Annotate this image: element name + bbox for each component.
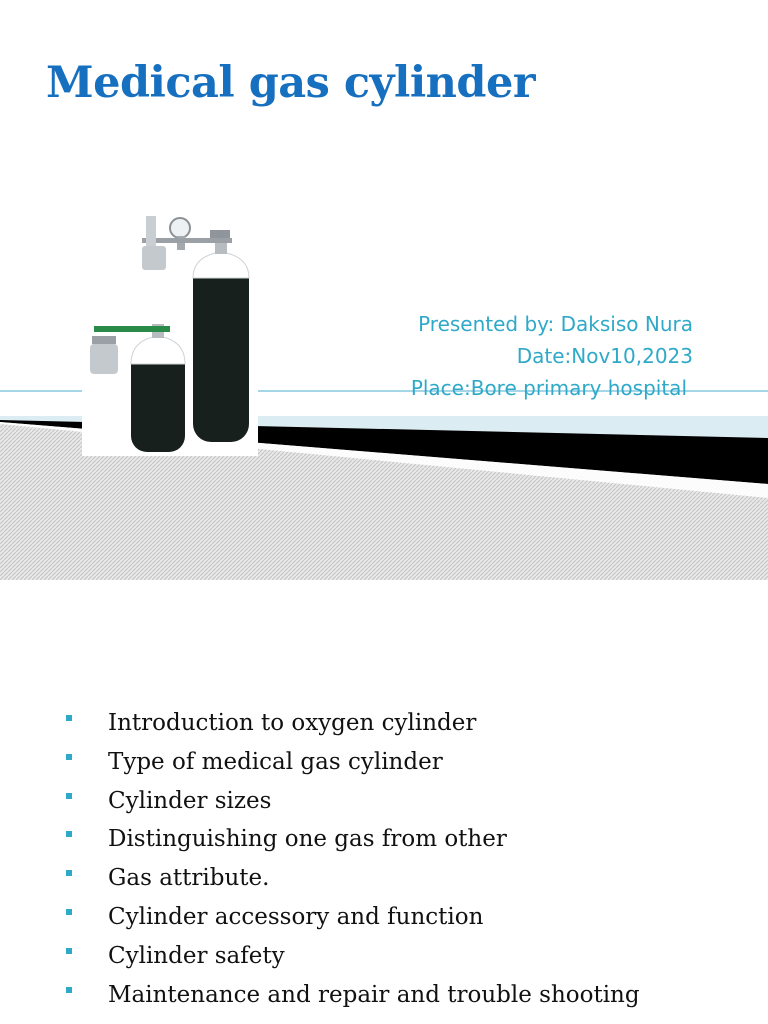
small-humidifier-bottle — [90, 344, 118, 374]
list-item: Type of medical gas cylinder — [64, 743, 640, 782]
list-item: Maintenance and repair and trouble shoot… — [64, 976, 640, 1015]
valve-knob — [210, 230, 230, 238]
bullet-icon — [66, 870, 72, 877]
bullet-icon — [66, 792, 72, 799]
list-item: Distinguishing one gas from other — [64, 820, 640, 859]
pressure-gauge — [169, 217, 191, 239]
regulator-arm — [142, 238, 232, 243]
list-item: Introduction to oxygen cylinder — [64, 704, 640, 743]
bullet-icon — [66, 831, 72, 838]
small-cylinder-body — [131, 346, 185, 452]
small-cylinder-shoulder — [130, 335, 186, 365]
oxygen-cylinders-image — [82, 208, 258, 456]
oxygen-cylinders-icon — [90, 216, 250, 452]
bullet-icon — [66, 908, 72, 915]
presentation-date: Date:Nov10,2023 — [516, 344, 693, 368]
large-cylinder-body — [193, 260, 249, 442]
list-item: Cylinder safety — [64, 937, 640, 976]
presentation-place: Place:Bore primary hospital — [410, 376, 687, 400]
slide-title: Medical gas cylinder — [46, 58, 536, 108]
small-regulator-arm — [94, 326, 170, 332]
bullet-icon — [66, 715, 72, 721]
large-cylinder-neck — [215, 242, 227, 254]
large-cylinder-shoulder — [192, 251, 250, 279]
list-item: Gas attribute. — [64, 859, 640, 898]
list-item: Cylinder accessory and function — [64, 898, 640, 937]
bullet-icon — [66, 947, 72, 954]
flowmeter — [146, 216, 156, 246]
agenda-list: Introduction to oxygen cylinder Type of … — [64, 704, 640, 1014]
presenter-info: Presented by: Daksiso Nura Date:Nov10,20… — [411, 308, 693, 404]
presented-by: Presented by: Daksiso Nura — [418, 312, 693, 336]
list-item: Cylinder sizes — [64, 782, 640, 821]
humidifier-bottle — [142, 246, 166, 270]
bullet-icon — [66, 753, 72, 760]
bullet-icon — [66, 986, 72, 993]
small-humidifier-cap — [92, 336, 116, 344]
